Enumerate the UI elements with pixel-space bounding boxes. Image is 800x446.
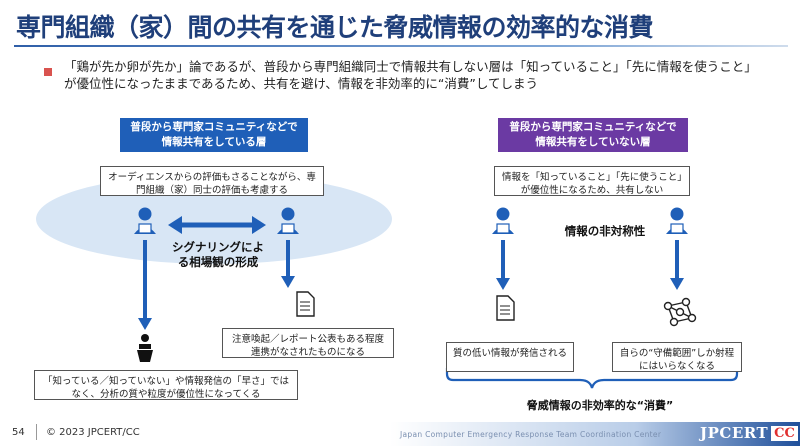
jpcert-logo: JPCERT CC — [700, 423, 798, 443]
document-icon — [296, 291, 315, 317]
right-down-arrow-icon — [281, 240, 295, 288]
asymmetry-label: 情報の非対称性 — [564, 224, 646, 238]
bracket-icon — [445, 368, 739, 389]
copyright: © 2023 JPCERT/CC — [46, 427, 140, 438]
title-rule — [14, 45, 788, 47]
left-down-arrow-icon — [138, 240, 152, 330]
scope-limited-box: 自らの“守備範囲”しか射程にはいらなくなる — [612, 342, 742, 372]
podium-speaker-icon — [137, 334, 153, 362]
document-right-icon — [496, 295, 515, 321]
low-quality-box: 質の低い情報が発信される — [446, 342, 574, 372]
inefficient-consumption-label: 脅威情報の非効率的な“消費” — [526, 399, 674, 412]
nonsharing-right-arrow-icon — [670, 240, 684, 290]
logo-main-text: JPCERT — [700, 424, 769, 442]
double-arrow-icon — [168, 216, 266, 234]
logo-cc-text: CC — [771, 425, 798, 441]
nonsharing-reason-box: 情報を「知っていること」「先に使うこと」が優位性になるため、共有しない — [494, 166, 690, 196]
page-number: 54 — [12, 427, 25, 438]
network-nodes-icon — [663, 297, 697, 327]
bullet-marker — [44, 68, 52, 76]
person-nonsharing-left-icon — [492, 207, 514, 234]
footer-tagline: Japan Computer Emergency Response Team C… — [400, 430, 662, 439]
left-evaluation-box: オーディエンスからの評価もさることながら、専門組織（家）同士の評価も考慮する — [100, 166, 324, 196]
quality-advantage-box: 「知っている／知っていない」や情報発信の「早さ」ではなく、分析の質や粒度が優位性… — [34, 370, 298, 400]
person-nonsharing-right-icon — [666, 207, 688, 234]
right-header: 普段から専門家コミュニティなどで情報共有をしていない層 — [498, 118, 688, 152]
footer-strip — [390, 422, 800, 446]
report-box: 注意喚起／レポート公表もある程度連携がなされたものになる — [222, 328, 394, 358]
signaling-label: シグナリングによる相場観の形成 — [172, 240, 264, 269]
left-header: 普段から専門家コミュニティなどで情報共有をしている層 — [120, 118, 308, 152]
expert-left-icon — [134, 207, 156, 234]
nonsharing-left-arrow-icon — [496, 240, 510, 290]
footer-separator — [36, 424, 37, 440]
bullet-text: 「鶏が先か卵が先か」論であるが、普段から専門組織同士で情報共有しない層は「知って… — [64, 59, 751, 91]
page-title: 専門組織（家）間の共有を通じた脅威情報の効率的な消費 — [16, 13, 654, 42]
expert-right-icon — [277, 207, 299, 234]
